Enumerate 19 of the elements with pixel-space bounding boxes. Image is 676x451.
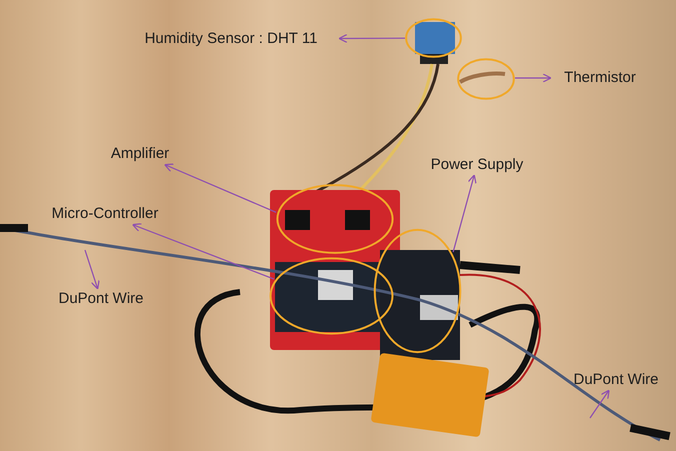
arrow [132,223,274,280]
callout-label: Humidity Sensor : DHT 11 [122,28,340,50]
highlight-ellipse [373,226,462,356]
arrow [84,250,100,290]
callout-label: Thermistor [550,67,650,89]
arrow [514,73,552,83]
arrow [590,390,610,418]
arrow [338,34,405,44]
highlight-ellipse [405,18,462,58]
callout-label: Power Supply [418,154,536,176]
highlight-ellipse [457,58,515,100]
callout-label: DuPont Wire [560,369,672,391]
highlight-ellipse [275,183,395,255]
highlight-ellipse [268,256,395,336]
callout-label: Micro-Controller [30,203,180,225]
arrow [164,163,276,213]
arrow [452,174,477,252]
callout-label: DuPont Wire [45,288,157,310]
callout-label: Amplifier [95,143,185,165]
